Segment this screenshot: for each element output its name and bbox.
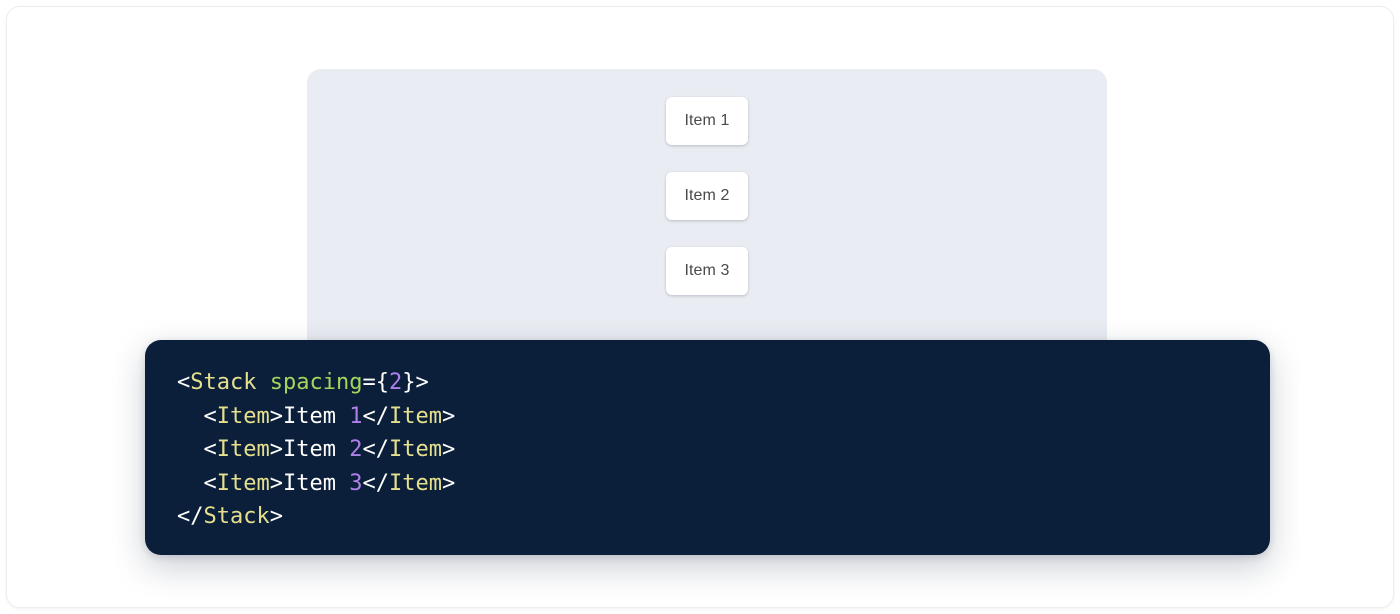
code-token-punctuation: < [203,470,217,496]
code-token-punctuation: </ [362,403,389,429]
code-line: <Item>Item 3</Item> [177,470,456,496]
code-token-punctuation: > [441,437,456,463]
code-token-tag: Item [216,403,270,429]
code-token-number: 2 [349,437,363,463]
code-token-tag: Item [388,403,442,429]
code-line: <Item>Item 1</Item> [177,403,456,429]
code-token-tag: Stack [190,370,257,395]
stack-item-label: Item 3 [684,262,730,279]
code-line: </Stack> [177,504,283,529]
code-token-punctuation: > [269,504,283,530]
code-token-punctuation: </ [177,504,204,530]
code-token-number: 2 [388,370,403,395]
code-snippet-block[interactable]: <Stack spacing={2}> <Item>Item 1</Item> … [145,340,1270,555]
code-token-text: Item [282,403,350,429]
code-token-tag: Item [216,470,270,496]
component-preview-panel: Item 1 Item 2 Item 3 [307,69,1107,359]
code-token-text [256,370,269,395]
code-token-punctuation: < [203,437,217,463]
code-token-tag: Item [388,470,442,496]
code-token-tag: Stack [203,504,270,530]
code-token-punctuation: </ [362,437,389,463]
code-token-punctuation: > [441,470,456,496]
code-token-punctuation: > [441,403,456,429]
code-token-number: 1 [349,403,363,429]
stack-item[interactable]: Item 1 [666,97,748,145]
stack-item-label: Item 1 [684,112,730,129]
stack-item[interactable]: Item 3 [666,247,748,295]
code-snippet-text: <Stack spacing={2}> <Item>Item 1</Item> … [177,366,1238,534]
code-line: <Item>Item 2</Item> [177,437,456,463]
code-token-tag: Item [216,437,270,463]
code-line: <Stack spacing={2}> [177,370,429,395]
code-token-attribute: spacing [269,370,363,395]
code-token-punctuation: > [269,403,283,429]
code-token-number: 3 [349,470,363,496]
stack-container: Item 1 Item 2 Item 3 [666,97,748,295]
code-token-punctuation: }> [402,370,429,395]
code-token-punctuation: > [269,437,283,463]
code-token-punctuation: < [203,403,217,429]
code-token-text: Item [282,437,350,463]
code-token-tag: Item [388,437,442,463]
code-token-punctuation: ={ [362,370,389,395]
code-token-punctuation: > [269,470,283,496]
code-token-punctuation: < [177,370,191,395]
stack-item[interactable]: Item 2 [666,172,748,220]
code-token-punctuation: </ [362,470,389,496]
stack-item-label: Item 2 [684,187,730,204]
code-token-text: Item [282,470,350,496]
